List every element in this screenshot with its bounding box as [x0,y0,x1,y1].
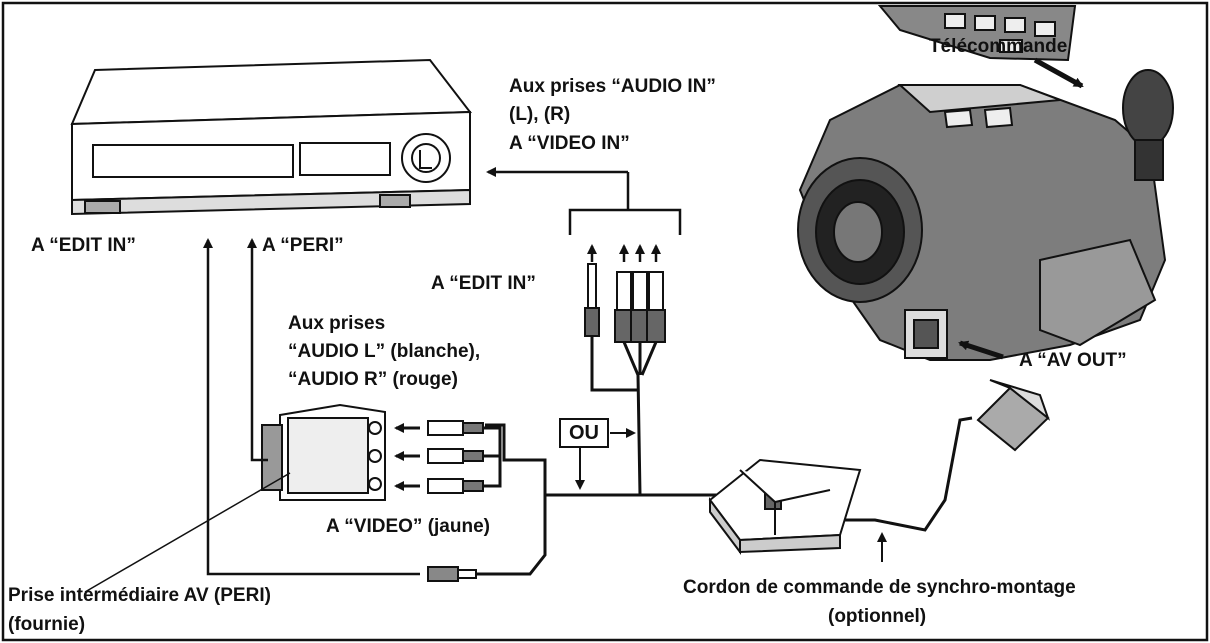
av-out-arrow [958,340,1004,360]
label-video-jaune: A “VIDEO” (jaune) [326,516,490,537]
label-aux-prises: Aux prises [288,313,386,334]
edit-plug-bottom [427,566,477,582]
adapter-cables [483,426,502,488]
label-peri: A “PERI” [262,235,344,256]
label-fournie: (fournie) [8,614,86,635]
label-cordon: Cordon de commande de synchro-montage [683,577,1076,598]
sync-cable [845,416,973,532]
label-remote: Télécommande [929,36,1068,57]
label-video-in: A “VIDEO IN” [509,133,630,154]
rca-plugs [584,263,666,343]
av-out-plug [976,379,1051,452]
peri-adapter-illustration [261,403,386,501]
plug-cables [485,336,730,497]
av-in-branch [486,167,682,235]
remote-illustration [877,5,1077,62]
label-av-out: A “AV OUT” [1019,350,1127,371]
vcr-illustration [70,58,472,216]
label-audio-l: “AUDIO L” (blanche), [288,341,481,362]
label-audio-r: “AUDIO R” (rouge) [288,369,458,390]
adapter-arrows [394,423,420,491]
label-aux-audio-in: Aux prises “AUDIO IN” [509,76,716,97]
vcr-arrows [203,238,420,576]
label-prise-intermediaire: Prise intermédiaire AV (PERI) [8,585,271,606]
label-optionnel: (optionnel) [828,606,927,627]
edit-plug-cable [476,495,547,576]
sync-box-illustration [708,458,862,555]
plug-arrows [587,244,661,262]
label-lr: (L), (R) [509,104,571,125]
adapter-plugs [427,420,484,494]
ou-box: OU [559,418,609,448]
remote-signal-arrow [1033,57,1084,89]
camcorder-illustration [797,69,1174,361]
label-edit-in-plug: A “EDIT IN” [431,273,536,294]
prise-leader-line [84,472,291,593]
label-edit-in-vcr: A “EDIT IN” [31,235,136,256]
